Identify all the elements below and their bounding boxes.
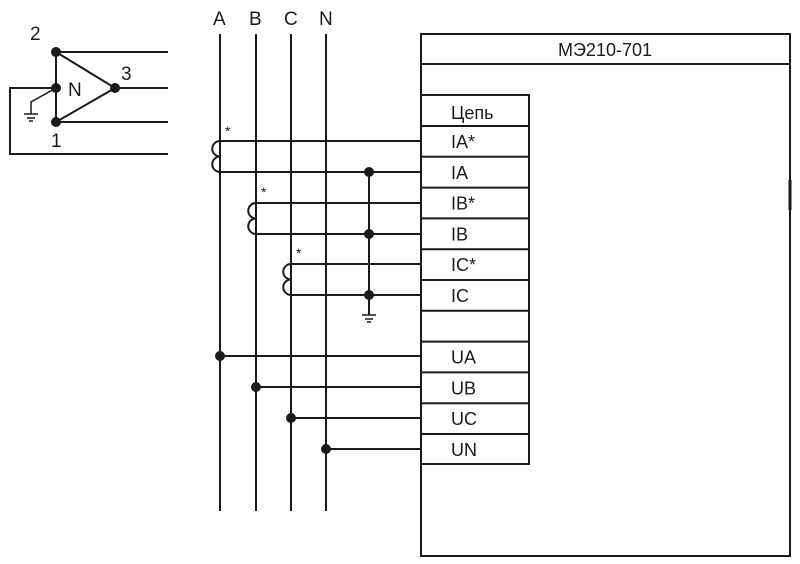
device-box: МЭ210-701 Цепь IA* IA IB* IB IC* IC UA UB UC UN xyxy=(420,33,792,557)
terminal-label: UC xyxy=(451,409,477,429)
bus-label-b: B xyxy=(249,9,262,30)
junction-dot xyxy=(364,167,374,177)
ground-icon xyxy=(362,314,376,323)
legend-symbol: 2 3 1 N xyxy=(9,24,168,155)
ct-coil-c-icon xyxy=(282,263,292,296)
ground-icon xyxy=(24,87,57,122)
ct-coil-a-icon xyxy=(211,140,221,173)
current-transformers: * * * xyxy=(211,123,421,323)
device-title: МЭ210-701 xyxy=(558,40,652,60)
node-dot xyxy=(51,117,61,127)
legend-triangle-top xyxy=(55,51,116,89)
terminal-label: UN xyxy=(451,440,477,460)
vertex-label-1: 1 xyxy=(51,131,62,152)
bus-label-n: N xyxy=(319,9,333,30)
junction-dot xyxy=(364,290,374,300)
terminal-table: Цепь IA* IA IB* IB IC* IC UA UB UC UN xyxy=(420,94,530,465)
terminal-label: UA xyxy=(451,348,476,368)
terminal-table-header: Цепь xyxy=(451,103,493,123)
voltage-taps xyxy=(215,351,421,454)
node-dot xyxy=(51,47,61,57)
ct-coil-b-icon xyxy=(247,202,257,235)
terminal-label: IB* xyxy=(451,194,475,214)
ct-marker-b: * xyxy=(261,184,267,200)
terminal-label: IA* xyxy=(451,132,475,152)
terminal-label: IB xyxy=(451,224,468,244)
legend-neutral-loop xyxy=(9,87,168,155)
node-dot xyxy=(51,83,61,93)
terminal-label: IC xyxy=(451,286,469,306)
vertex-label-2: 2 xyxy=(30,24,41,45)
junction-dot xyxy=(364,229,374,239)
bus-label-a: A xyxy=(213,9,226,30)
legend-triangle-bottom xyxy=(55,87,116,123)
ct-marker-a: * xyxy=(225,123,231,139)
ct-marker-c: * xyxy=(296,245,302,261)
buses: A B C N xyxy=(213,9,333,511)
vertex-label-3: 3 xyxy=(121,64,132,85)
junction-dot xyxy=(215,351,225,361)
junction-dot xyxy=(251,382,261,392)
bus-label-c: C xyxy=(284,9,298,30)
terminal-label: UB xyxy=(451,378,476,398)
junction-dot xyxy=(286,413,296,423)
terminal-label: IC* xyxy=(451,255,476,275)
neutral-label: N xyxy=(68,80,82,101)
terminal-label: IA xyxy=(451,163,468,183)
node-dot xyxy=(110,83,120,93)
junction-dot xyxy=(321,444,331,454)
